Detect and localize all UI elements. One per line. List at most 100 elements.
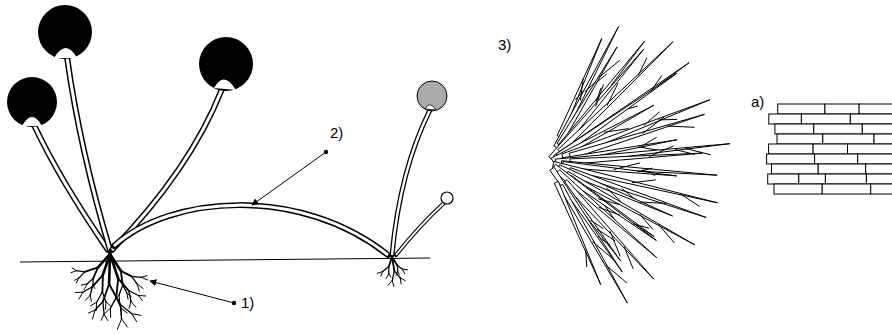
hypha-branch xyxy=(593,242,613,259)
hypha-branch xyxy=(598,199,619,205)
hypha-branch xyxy=(638,58,647,76)
cell xyxy=(871,184,892,194)
substrate-line xyxy=(20,258,430,262)
hypha-branch xyxy=(624,247,633,269)
sporangium xyxy=(7,77,57,127)
rhizoid xyxy=(392,257,397,265)
cell xyxy=(778,104,825,114)
cell xyxy=(825,174,866,184)
stolon xyxy=(114,205,388,255)
young-sporangium xyxy=(417,81,447,111)
cell xyxy=(818,164,866,174)
rhizoid xyxy=(400,278,401,284)
cell xyxy=(767,154,815,164)
rhizoid xyxy=(87,278,93,284)
rhizoid xyxy=(116,297,121,308)
leader-line xyxy=(252,152,326,205)
callout-number: a) xyxy=(750,93,765,111)
rhizoid xyxy=(389,274,391,278)
cell xyxy=(774,184,822,194)
cell xyxy=(768,174,799,184)
rhizoid xyxy=(121,271,123,285)
rhizoid xyxy=(117,319,121,329)
hypha xyxy=(570,153,703,164)
hypha-branch xyxy=(596,84,604,106)
cell xyxy=(822,184,871,194)
columella xyxy=(54,48,77,58)
rhizoid xyxy=(383,266,389,271)
rhizoid xyxy=(377,272,383,274)
cell xyxy=(866,174,892,184)
cell xyxy=(777,134,823,144)
cell xyxy=(866,164,892,174)
hypha-branch xyxy=(580,79,583,100)
hypha-branch xyxy=(606,265,627,283)
rhizoid xyxy=(392,280,394,286)
hypha-branch xyxy=(633,224,649,229)
rhizoid xyxy=(95,301,103,310)
hypha-branch xyxy=(649,146,673,157)
cell xyxy=(859,104,892,114)
sporangiophore xyxy=(392,110,430,255)
callout-number: 3) xyxy=(497,36,512,54)
rhizoid xyxy=(103,301,104,314)
hypha-branch xyxy=(644,112,660,126)
rhizoid xyxy=(105,302,106,310)
young-sporangium xyxy=(441,192,453,204)
rhizoid xyxy=(89,310,95,313)
cell xyxy=(848,144,892,154)
rhizoid xyxy=(137,284,139,291)
sporangiophore xyxy=(112,89,222,250)
rhizoid xyxy=(121,271,132,277)
callout-number: 1) xyxy=(240,294,255,312)
cell xyxy=(823,134,874,144)
sporangiophore xyxy=(34,125,108,250)
sporangiophore xyxy=(396,203,444,255)
rhizoid xyxy=(110,308,111,317)
columella xyxy=(22,117,42,126)
rhizoid xyxy=(79,272,85,278)
sporangiophore xyxy=(67,57,110,250)
rhizoid xyxy=(97,292,103,302)
rhizoid xyxy=(81,284,87,285)
rhizoid xyxy=(121,308,127,313)
rhizoid xyxy=(101,275,103,292)
hypha-branch xyxy=(596,74,607,83)
sporangium xyxy=(38,5,92,59)
rhizoid xyxy=(93,285,95,289)
hypha-branch xyxy=(598,236,610,245)
rhizoid xyxy=(394,271,400,278)
cell xyxy=(772,164,819,174)
stolon xyxy=(114,205,388,255)
hypha-branch xyxy=(632,180,656,183)
hypha-branch xyxy=(642,137,657,146)
rhizoid xyxy=(129,301,131,308)
hypha xyxy=(559,184,628,303)
hypha-branch xyxy=(639,202,666,203)
cell xyxy=(862,124,892,134)
rhizoid xyxy=(141,276,147,278)
rhizoid xyxy=(132,314,137,322)
rhizoid xyxy=(141,277,148,280)
rhizoid xyxy=(122,319,128,327)
rhizoid xyxy=(98,254,110,267)
rhizoid xyxy=(79,292,83,299)
rhizoid xyxy=(402,269,404,273)
rhizoid xyxy=(132,276,138,284)
rhizoid xyxy=(123,285,127,293)
hypha-branch xyxy=(637,168,652,172)
rhizoid xyxy=(121,308,122,316)
cell xyxy=(769,114,802,124)
hypha-branch xyxy=(607,83,618,106)
hypha-branch xyxy=(642,117,664,134)
cell xyxy=(799,174,826,184)
pseudoparenchyma xyxy=(767,104,892,194)
columella xyxy=(214,79,236,90)
hypha xyxy=(554,181,600,284)
rhizopus-figure xyxy=(7,5,453,329)
rhizoid xyxy=(386,274,389,279)
rhizoid xyxy=(392,271,394,281)
sporangiophore xyxy=(392,110,430,255)
